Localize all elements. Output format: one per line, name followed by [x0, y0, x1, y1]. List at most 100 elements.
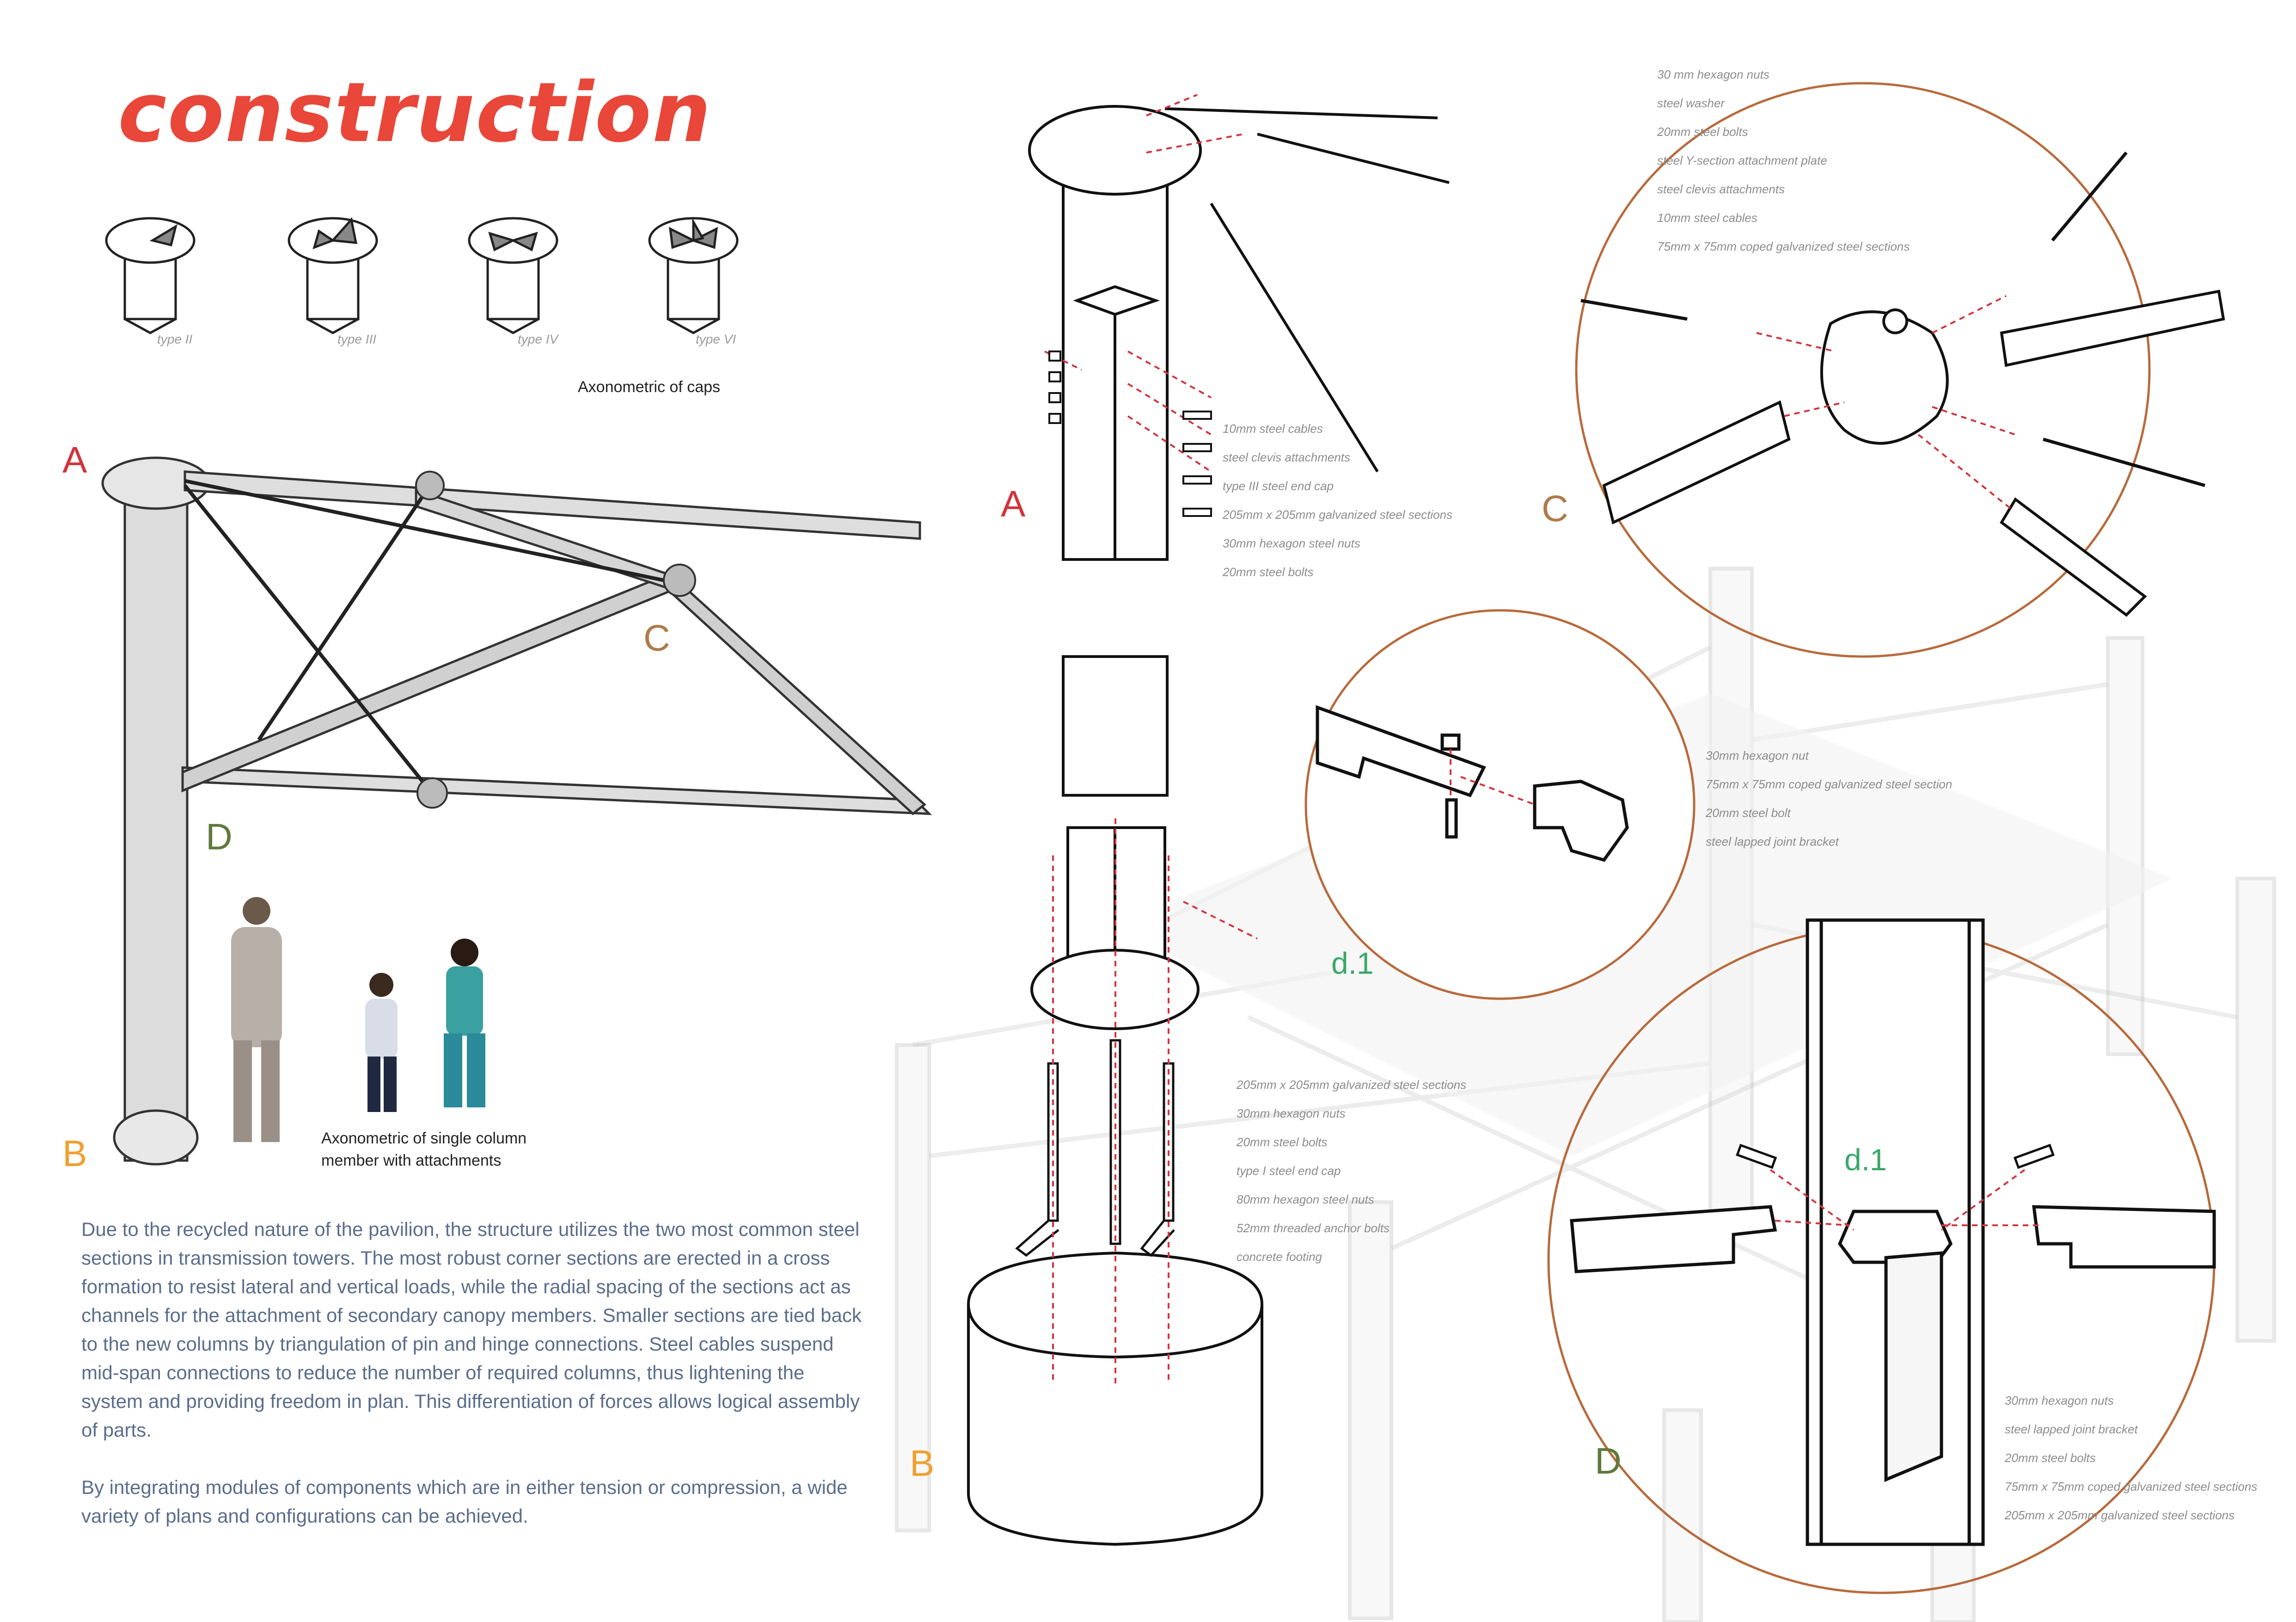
bg-beam-7 [1390, 922, 2109, 1251]
cable-2 [184, 479, 675, 584]
lower-column-section [1062, 655, 1169, 797]
note-d-2: steel lapped joint bracket [2005, 1422, 2138, 1436]
bg-column-3 [2106, 636, 2144, 1056]
note-d-5: 205mm x 205mm galvanized steel sections [2005, 1508, 2235, 1522]
cable-3 [257, 484, 432, 741]
marker-d-right: D [1595, 1440, 1622, 1481]
joint-node-3 [416, 777, 448, 809]
note-b-6: 52mm threaded anchor bolts [1237, 1221, 1390, 1235]
joint-node-2 [663, 564, 696, 597]
notes-c: 30 mm hexagon nuts steel washer 20mm ste… [1657, 60, 1910, 261]
note-c-6: 10mm steel cables [1657, 211, 1757, 225]
note-b-1: 205mm x 205mm galvanized steel sections [1237, 1078, 1467, 1092]
note-a-2: steel clevis attachments [1223, 450, 1351, 464]
note-d-3: 20mm steel bolts [2005, 1451, 2096, 1465]
d-section-right [2032, 1205, 2216, 1269]
bg-column-1 [895, 1043, 931, 1532]
column-base-plate [113, 1109, 199, 1166]
cap-type-vi [648, 217, 739, 334]
c-cable-right [2043, 437, 2205, 487]
note-c-7: 75mm x 75mm coped galvanized steel secti… [1657, 240, 1910, 253]
concrete-footing [967, 1251, 1263, 1546]
note-a-1: 10mm steel cables [1223, 422, 1323, 436]
d1-steel-section [1316, 705, 1486, 798]
notes-d: 30mm hexagon nuts steel lapped joint bra… [2005, 1386, 2257, 1530]
cap-type-iv [468, 217, 558, 334]
note-b-5: 80mm hexagon steel nuts [1237, 1192, 1374, 1206]
description-text: Due to the recycled nature of the pavili… [81, 1215, 867, 1559]
page-title: construction [118, 65, 712, 160]
top-cable-3 [1210, 203, 1379, 473]
note-b-3: 20mm steel bolts [1237, 1135, 1328, 1149]
note-c-1: 30 mm hexagon nuts [1657, 68, 1769, 81]
marker-d1-big: d.1 [1844, 1143, 1887, 1177]
cap-label-type-iii: type III [337, 332, 377, 346]
bg-beam-3 [1751, 682, 2108, 742]
description-paragraph-2: By integrating modules of components whi… [81, 1476, 848, 1527]
cap-label-type-ii: type II [157, 332, 193, 346]
steel-section-left [1602, 400, 1791, 525]
cable-1 [183, 484, 432, 792]
steel-section-right-top [2000, 289, 2225, 367]
column-caption-line1: Axonometric of single column [321, 1130, 527, 1147]
upper-beam [184, 470, 921, 540]
column-shaft [123, 489, 189, 1162]
note-d1-3: 20mm steel bolt [1706, 806, 1791, 820]
note-c-3: 20mm steel bolts [1657, 125, 1748, 139]
d-bolts [1736, 1143, 2055, 1169]
note-c-5: steel clevis attachments [1657, 182, 1785, 196]
marker-b-mid: B [910, 1443, 935, 1484]
marker-d-left: D [206, 816, 233, 857]
notes-a: 10mm steel cables steel clevis attachmen… [1223, 414, 1452, 586]
top-end-cap [1028, 105, 1202, 196]
marker-a-mid: A [1001, 483, 1026, 524]
marker-a-left: A [62, 439, 87, 480]
bg-column-6 [1662, 1408, 1703, 1622]
note-b-4: type I steel end cap [1237, 1164, 1341, 1178]
base-end-cap [1030, 949, 1200, 1030]
cap-type-ii [105, 217, 196, 334]
bg-column-5 [1348, 1200, 1393, 1620]
joint-node-1 [415, 471, 445, 500]
note-d1-2: 75mm x 75mm coped galvanized steel secti… [1706, 777, 1953, 791]
marker-c-left: C [643, 617, 670, 658]
marker-b-left: B [62, 1133, 87, 1174]
cap-label-type-iv: type IV [518, 332, 558, 346]
note-b-2: 30mm hexagon nuts [1237, 1106, 1346, 1120]
top-cable-2 [1257, 133, 1450, 184]
d1-lapped-bracket [1533, 780, 1629, 862]
note-d1-4: steel lapped joint bracket [1706, 835, 1839, 848]
column-caption-line2: member with attachments [321, 1152, 502, 1169]
steel-section-right-bottom [2000, 497, 2147, 617]
c-cable-left [1580, 299, 1688, 321]
note-c-4: steel Y-section attachment plate [1657, 154, 1827, 167]
notes-d1: 30mm hexagon nut 75mm x 75mm coped galva… [1706, 741, 1952, 856]
note-a-3: type III steel end cap [1223, 479, 1334, 493]
description-paragraph-1: Due to the recycled nature of the pavili… [81, 1218, 862, 1441]
note-a-4: 205mm x 205mm galvanized steel sections [1223, 508, 1453, 522]
c-cable-top [2051, 151, 2128, 242]
d1-bolt [1445, 798, 1458, 839]
note-d1-1: 30mm hexagon nut [1706, 749, 1809, 762]
cap-type-iii [288, 217, 378, 334]
scale-figures [231, 897, 485, 1142]
detail-d1-circle [1304, 609, 1696, 1000]
top-bolts [1048, 350, 1212, 517]
note-a-6: 20mm steel bolts [1223, 565, 1314, 579]
bg-column-4 [2235, 877, 2276, 1343]
marker-d1-small: d.1 [1331, 946, 1374, 980]
note-c-2: steel washer [1657, 96, 1725, 110]
note-a-5: 30mm hexagon steel nuts [1223, 536, 1360, 550]
detail-c-circle [1575, 82, 2151, 658]
note-d-1: 30mm hexagon nuts [2005, 1394, 2114, 1407]
notes-b: 205mm x 205mm galvanized steel sections … [1237, 1070, 1466, 1271]
note-b-7: concrete footing [1237, 1250, 1322, 1264]
